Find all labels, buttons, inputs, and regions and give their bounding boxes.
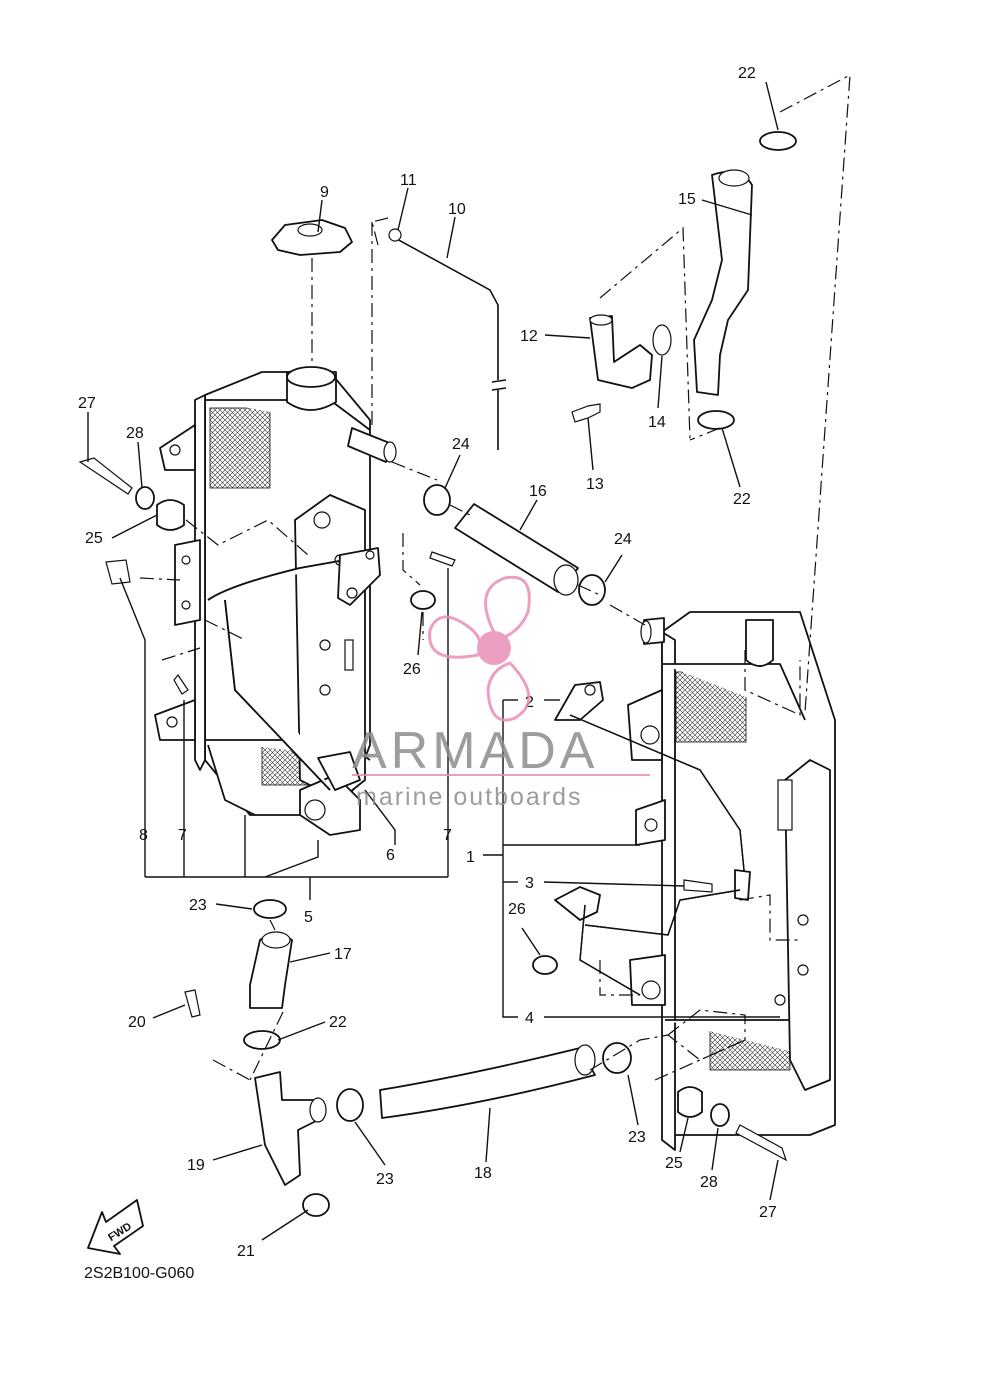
callout-1: 1: [466, 849, 475, 866]
callout-9: 9: [320, 184, 329, 201]
diagram-code: 2S2B100-G060: [84, 1265, 194, 1282]
callout-7: 7: [443, 827, 452, 844]
watermark: ARMADA marine outboards: [352, 575, 650, 811]
callout-13: 13: [586, 476, 604, 493]
joint-pipe: [254, 1071, 327, 1186]
upper-hose: [693, 169, 753, 396]
callout-25: 25: [85, 530, 103, 547]
callout-26: 26: [403, 661, 421, 678]
washer-28: [135, 486, 730, 1127]
callout-17: 17: [334, 946, 352, 963]
callout-27: 27: [78, 395, 96, 412]
callout-5: 5: [304, 909, 313, 926]
breather-hose: [388, 228, 507, 450]
callout-28: 28: [126, 425, 144, 442]
callout-4: 4: [525, 1010, 534, 1027]
o-ring-21: [302, 1193, 330, 1217]
callout-20: 20: [128, 1014, 146, 1031]
lower-hose-left: [249, 931, 293, 1009]
hose-clamp-23: [253, 899, 632, 1122]
callout-23: 23: [628, 1129, 646, 1146]
callout-18: 18: [474, 1165, 492, 1182]
callout-3: 3: [525, 875, 534, 892]
callout-22: 22: [733, 491, 751, 508]
callout-23: 23: [376, 1171, 394, 1188]
callout-labels: 1 2 3 4 5 6 7 7 8 9 10 11 12 13 14 15 16…: [78, 65, 777, 1260]
callout-28: 28: [700, 1174, 718, 1191]
watermark-brand: ARMADA: [352, 722, 598, 780]
callout-23: 23: [189, 897, 207, 914]
callout-22: 22: [738, 65, 756, 82]
callout-26: 26: [508, 901, 526, 918]
damper-25: [156, 499, 703, 1118]
fwd-arrow-icon: FWD: [87, 1199, 144, 1255]
callout-8: 8: [139, 827, 148, 844]
callout-11: 11: [400, 172, 417, 189]
callout-25: 25: [665, 1155, 683, 1172]
callout-19: 19: [187, 1157, 205, 1174]
bolt-20: [184, 989, 201, 1018]
pipe-assembly: [554, 681, 751, 996]
callout-14: 14: [648, 414, 666, 431]
leader-lines: [87, 81, 780, 1241]
callout-22: 22: [329, 1014, 347, 1031]
bolt-7: [173, 673, 189, 695]
callout-15: 15: [678, 191, 696, 208]
callout-24: 24: [614, 531, 632, 548]
bolt-27: [78, 457, 788, 1162]
connecting-hose: [454, 503, 579, 596]
assembly-lines: [139, 73, 851, 1081]
callout-24: 24: [452, 436, 470, 453]
radiator-cap: [271, 219, 353, 256]
nut-8: [105, 559, 131, 585]
bolt-7: [429, 551, 456, 567]
watermark-tagline: marine outboards: [356, 783, 583, 811]
hose-union: [571, 314, 672, 423]
hose-clamp-24: [423, 484, 606, 606]
collar-26: [410, 590, 558, 975]
hose-clamp-22: [243, 131, 797, 1050]
bolt-3: [683, 879, 713, 893]
callout-6: 6: [386, 847, 395, 864]
callout-10: 10: [448, 201, 466, 218]
left-radiator: [154, 366, 397, 836]
lower-hose-long: [379, 1044, 596, 1119]
callout-16: 16: [529, 483, 547, 500]
right-radiator: [627, 611, 836, 1151]
propeller-logo-icon: [428, 575, 531, 722]
callout-12: 12: [520, 328, 538, 345]
callout-7: 7: [178, 827, 187, 844]
callout-21: 21: [237, 1243, 255, 1260]
callout-27: 27: [759, 1204, 777, 1221]
